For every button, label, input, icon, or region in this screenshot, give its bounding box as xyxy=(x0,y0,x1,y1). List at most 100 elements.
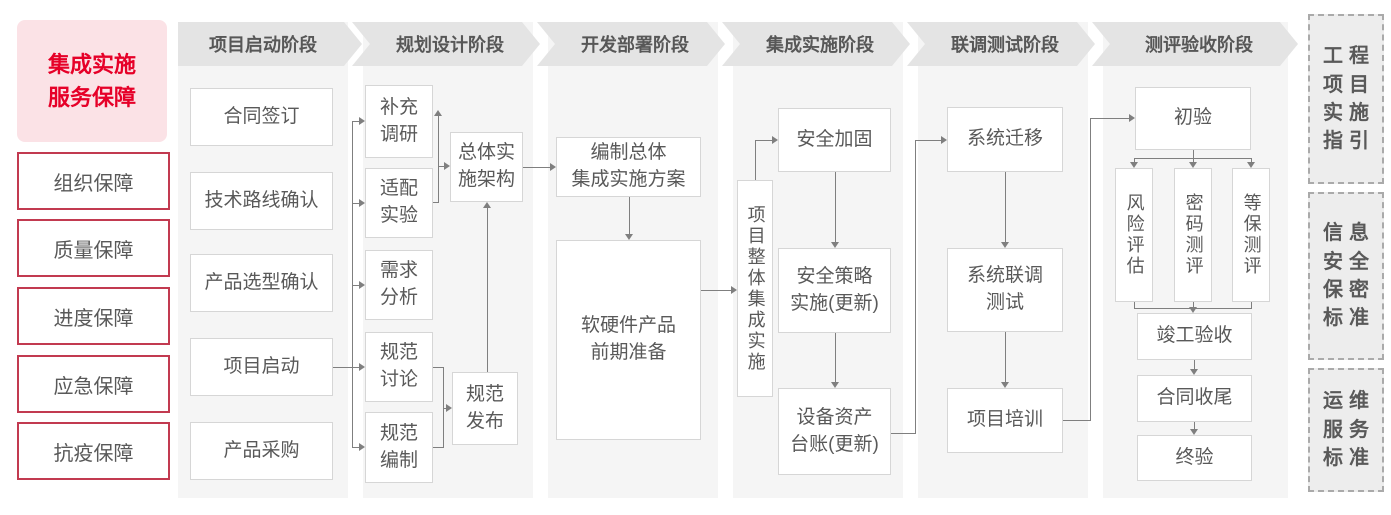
box-requirement-analysis: 需求 分析 xyxy=(365,250,433,320)
connector-line xyxy=(443,408,446,409)
connector-line xyxy=(1194,360,1195,369)
arrowhead-right xyxy=(772,136,778,144)
connector-line xyxy=(701,290,731,291)
box-system-migration: 系统迁移 xyxy=(947,107,1063,172)
standard-infosec-confidentiality: 信息 安全 保密 标准 xyxy=(1308,192,1384,360)
box-security-hardening: 安全加固 xyxy=(778,108,891,172)
sidebar-item-epidemic-guarantee: 抗疫保障 xyxy=(17,422,170,480)
standard-line: 标准 xyxy=(1323,307,1375,330)
standard-line: 标准 xyxy=(1323,447,1375,470)
connector-line xyxy=(755,140,772,141)
arrowhead-right xyxy=(359,363,365,371)
connector-line xyxy=(352,121,353,448)
box-contract-closure: 合同收尾 xyxy=(1137,375,1252,422)
arrowhead-down xyxy=(1130,162,1138,168)
standard-om-service: 运维 服务 标准 xyxy=(1308,368,1384,492)
box-system-joint-debug-test: 系统联调 测试 xyxy=(947,248,1063,332)
box-classified-protection-evaluation: 等保测评 xyxy=(1232,168,1270,302)
arrowhead-right xyxy=(359,117,365,125)
box-product-selection-confirm: 产品选型确认 xyxy=(190,254,333,312)
phase-header-label: 规划设计阶段 xyxy=(396,35,504,55)
connector-line xyxy=(915,140,916,434)
standard-line: 安全 xyxy=(1323,250,1375,273)
arrowhead-down xyxy=(831,242,839,248)
sidebar-item-organization-guarantee: 组织保障 xyxy=(17,152,170,210)
phase-header-label: 开发部署阶段 xyxy=(581,35,689,55)
phase-header-label: 联调测试阶段 xyxy=(951,35,1059,55)
sidebar-item-emergency-guarantee: 应急保障 xyxy=(17,355,170,413)
box-spec-release: 规范 发布 xyxy=(452,372,518,445)
connector-line xyxy=(352,367,359,368)
connector-line xyxy=(352,447,359,448)
sidebar-item-quality-guarantee: 质量保障 xyxy=(17,219,170,277)
arrowhead-down xyxy=(831,382,839,388)
box-contract-signing: 合同签订 xyxy=(190,88,333,146)
box-equipment-asset-ledger: 设备资产 台账(更新) xyxy=(778,388,891,475)
diagram-title: 集成实施 服务保障 xyxy=(17,20,167,142)
box-adaptation-experiment: 适配 实验 xyxy=(365,168,433,238)
connector-line xyxy=(1193,158,1194,162)
standard-line: 指引 xyxy=(1323,130,1375,153)
connector-line xyxy=(333,367,352,368)
connector-line xyxy=(438,116,439,203)
arrowhead-up xyxy=(434,110,442,116)
connector-line xyxy=(1194,422,1195,429)
connector-line xyxy=(1005,332,1006,382)
connector-line xyxy=(629,197,630,234)
box-overall-project-integration: 项目整体集成实施 xyxy=(737,180,773,397)
connector-line xyxy=(1090,118,1129,119)
arrowhead-right xyxy=(359,443,365,451)
arrowhead-right xyxy=(1129,114,1135,122)
box-project-training: 项目培训 xyxy=(947,388,1063,453)
standard-line: 实施 xyxy=(1323,102,1375,124)
connector-line xyxy=(891,433,915,434)
connector-line xyxy=(1193,150,1194,158)
phase-header-dev-deployment: 开发部署阶段 xyxy=(537,22,725,66)
standard-line: 信息 xyxy=(1323,222,1375,245)
box-risk-assessment: 风险评估 xyxy=(1115,168,1153,302)
arrowhead-down xyxy=(1190,369,1198,375)
connector-line xyxy=(438,166,444,167)
standard-project-implementation-guide: 工程 项目 实施 指引 xyxy=(1308,14,1384,184)
arrowhead-right xyxy=(444,162,450,170)
connector-line xyxy=(755,140,756,180)
arrowhead-down xyxy=(1189,162,1197,168)
connector-line xyxy=(1251,158,1252,162)
box-security-policy-impl: 安全策略 实施(更新) xyxy=(778,248,891,333)
standard-line: 保密 xyxy=(1323,279,1375,301)
connector-line xyxy=(1063,420,1090,421)
phase-header-project-kickoff: 项目启动阶段 xyxy=(178,22,362,66)
standard-line: 运维 xyxy=(1323,390,1375,413)
arrowhead-right xyxy=(359,199,365,207)
phase-header-joint-debug-test: 联调测试阶段 xyxy=(907,22,1095,66)
phase-header-planning-design: 规划设计阶段 xyxy=(352,22,540,66)
connector-line xyxy=(915,140,941,141)
phase-header-label: 集成实施阶段 xyxy=(766,35,874,55)
arrowhead-down xyxy=(1001,382,1009,388)
connector-line xyxy=(1193,302,1194,307)
arrowhead-down xyxy=(1190,429,1198,435)
arrowhead-right xyxy=(941,136,947,144)
arrowhead-down xyxy=(1189,307,1197,313)
connector-line xyxy=(835,172,836,242)
connector-line xyxy=(433,202,439,203)
connector-line xyxy=(835,333,836,382)
arrowhead-right xyxy=(446,404,452,412)
arrowhead-right xyxy=(731,286,737,294)
phase-header-eval-acceptance: 测评验收阶段 xyxy=(1092,22,1298,66)
box-completion-acceptance: 竣工验收 xyxy=(1137,313,1252,360)
arrowhead-down xyxy=(1001,242,1009,248)
box-hw-sw-preparation: 软硬件产品 前期准备 xyxy=(556,240,701,440)
connector-line xyxy=(1005,172,1006,242)
box-product-procurement: 产品采购 xyxy=(190,422,333,480)
connector-line xyxy=(433,447,444,448)
standard-line: 服务 xyxy=(1323,418,1375,441)
box-crypto-evaluation: 密码测评 xyxy=(1174,168,1212,302)
connector-line xyxy=(1090,118,1091,421)
arrowhead-right xyxy=(550,163,556,171)
standard-line: 项目 xyxy=(1323,73,1375,96)
arrowhead-right xyxy=(359,281,365,289)
connector-line xyxy=(443,367,444,448)
box-overall-impl-architecture: 总体实 施架构 xyxy=(450,132,523,202)
box-overall-integration-plan: 编制总体 集成实施方案 xyxy=(556,137,701,197)
